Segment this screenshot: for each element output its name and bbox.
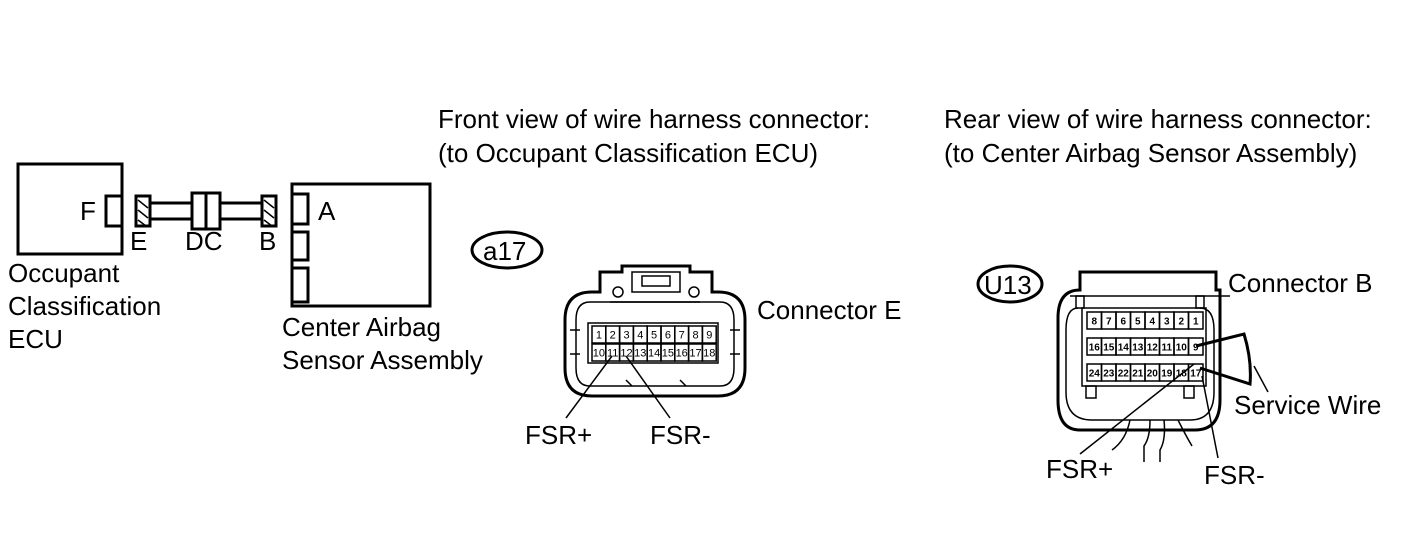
sensor-label-2: Sensor Assembly — [282, 345, 483, 375]
connector-b-pin: 7 — [1106, 317, 1112, 328]
connector-e-label: Connector E — [757, 295, 902, 325]
rear-code-oval — [976, 264, 1044, 304]
connector-b-pin: 17 — [1190, 369, 1202, 380]
harness-connector-e — [134, 194, 152, 228]
connector-b-pin: 8 — [1091, 317, 1097, 328]
front-heading-2: (to Occupant Classification ECU) — [438, 138, 818, 168]
connector-e-pin-cell — [701, 343, 717, 362]
connector-e-pin: 16 — [676, 348, 688, 360]
harness-connector-b — [260, 194, 278, 228]
harness-connector-dc-left — [190, 191, 208, 231]
connector-b-pin: 14 — [1118, 343, 1130, 354]
connector-e-pin: 13 — [634, 348, 646, 360]
sensor-connector-3 — [290, 266, 310, 304]
service-wire-label: Service Wire — [1234, 390, 1381, 420]
connector-b-pin-cell — [1187, 337, 1204, 356]
connector-b-pin: 5 — [1135, 317, 1141, 328]
ecu-label-1: Occupant — [8, 258, 120, 288]
connector-e-pin: 11 — [607, 348, 618, 360]
connector-e-pin: 2 — [610, 330, 616, 342]
connector-b-pin: 11 — [1161, 343, 1172, 354]
connector-b-pin: 21 — [1132, 369, 1144, 380]
harness-e-label: E — [130, 226, 147, 256]
front-view: Front view of wire harness connector: (t… — [438, 104, 902, 450]
connector-e-pin: 4 — [637, 330, 643, 342]
connector-b-pin: 23 — [1103, 369, 1115, 380]
sensor-connector-a-label: A — [318, 196, 336, 226]
sensor-label-1: Center Airbag — [282, 312, 441, 342]
connector-e-pin: 17 — [689, 348, 701, 360]
front-code: a17 — [483, 236, 526, 266]
connector-e-pin: 3 — [623, 330, 629, 342]
front-fsr-plus: FSR+ — [525, 420, 592, 450]
harness-dc-label: DC — [185, 226, 223, 256]
connector-e-pin: 15 — [662, 348, 674, 360]
connector-e-pin: 1 — [596, 330, 602, 342]
system-diagram: F E DC B A Occupant Classification ECU C… — [8, 162, 483, 375]
connector-e-pin: 7 — [679, 330, 685, 342]
ecu-connector-f — [104, 194, 124, 228]
ecu-connector-f-label: F — [80, 196, 96, 226]
connector-e-pin: 10 — [593, 348, 605, 360]
connector-b-pin: 22 — [1118, 369, 1130, 380]
connector-b-pin: 6 — [1120, 317, 1126, 328]
rear-heading-2: (to Center Airbag Sensor Assembly) — [944, 138, 1357, 168]
connector-b-pin: 10 — [1176, 343, 1188, 354]
harness-connector-dc-right — [204, 191, 222, 231]
connector-e-pin: 6 — [665, 330, 671, 342]
connector-b-pin-cell — [1187, 311, 1204, 330]
connector-b-pin-cell — [1187, 363, 1204, 382]
connector-b-pin: 16 — [1089, 343, 1101, 354]
connector-b-pin: 12 — [1147, 343, 1159, 354]
connector-b-pin: 20 — [1147, 369, 1159, 380]
connector-b-pin: 19 — [1161, 369, 1173, 380]
connector-b-outline — [1056, 270, 1222, 432]
sensor-box — [290, 182, 432, 308]
connector-e-pin: 18 — [703, 348, 715, 360]
connector-b-pin: 3 — [1164, 317, 1170, 328]
rear-view: Rear view of wire harness connector: (to… — [944, 104, 1381, 490]
rear-heading-1: Rear view of wire harness connector: — [944, 104, 1372, 134]
connector-e-pin: 8 — [692, 330, 698, 342]
connector-e-pin-cell — [701, 325, 717, 344]
rear-fsr-minus: FSR- — [1204, 460, 1265, 490]
connector-e-pin: 14 — [648, 348, 660, 360]
connector-b-pin: 4 — [1149, 317, 1155, 328]
front-code-oval — [470, 230, 544, 270]
ecu-label-2: Classification — [8, 291, 161, 321]
sensor-connector-a — [290, 192, 310, 226]
ecu-label-3: ECU — [8, 324, 63, 354]
connector-b-pin: 24 — [1089, 369, 1101, 380]
connector-b-pin: 13 — [1132, 343, 1144, 354]
rear-fsr-plus: FSR+ — [1046, 454, 1113, 484]
connector-e-pin: 9 — [706, 330, 712, 342]
sensor-connector-2 — [290, 230, 310, 262]
connector-b-pin: 15 — [1103, 343, 1115, 354]
service-wire — [1195, 332, 1252, 387]
connector-b-pin: 9 — [1193, 343, 1199, 354]
connector-e-pin: 5 — [651, 330, 657, 342]
connector-e-pin: 12 — [620, 348, 632, 360]
front-heading-1: Front view of wire harness connector: — [438, 104, 870, 134]
front-fsr-minus: FSR- — [650, 420, 711, 450]
connector-b-pin: 1 — [1193, 317, 1199, 328]
connector-b-pin: 2 — [1178, 317, 1184, 328]
harness-b-label: B — [259, 226, 276, 256]
connector-b-label: Connector B — [1228, 268, 1373, 298]
connector-e-outline — [563, 264, 747, 398]
rear-code: U13 — [984, 270, 1032, 300]
